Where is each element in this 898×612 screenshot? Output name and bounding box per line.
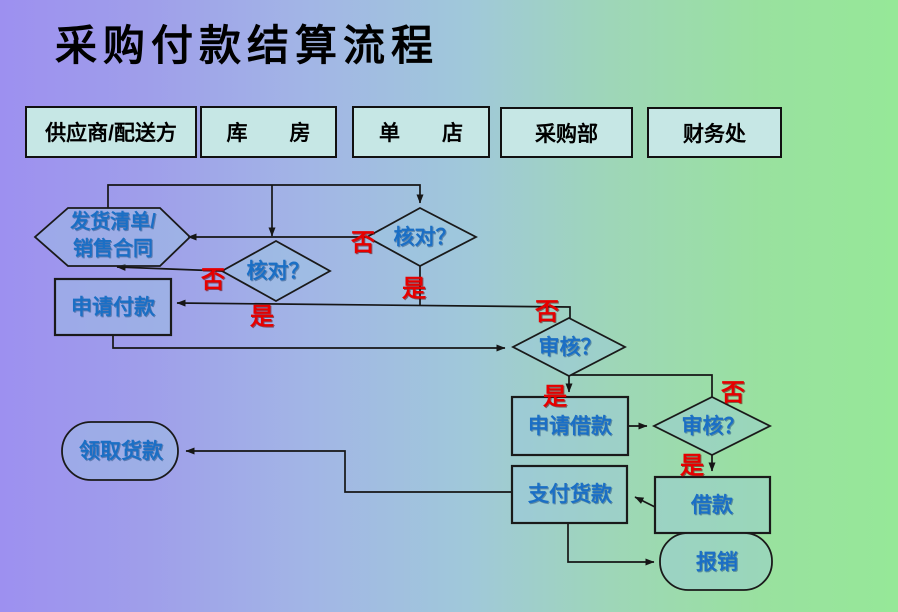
node-review-purchasing-label: 审核？ [538, 336, 602, 359]
connector-apply-payment-to-review [112, 335, 506, 352]
node-apply-payment-rect [53, 277, 173, 337]
node-review-purchasing-diamond [511, 316, 627, 378]
node-check-warehouse-label: 核对？ [246, 260, 310, 283]
node-apply-loan-label: 申请借款 [528, 415, 612, 438]
node-reimburse-label: 报销 [696, 551, 738, 574]
connector-review-finance-no-loop [571, 374, 713, 397]
label-review-finance-yes: 是 [680, 452, 704, 480]
connector-pay-to-receive [185, 447, 512, 493]
node-reimburse-stadium [659, 532, 773, 591]
lane-header-finance: 财务处 [647, 107, 782, 158]
label-review-purchasing-no: 否 [535, 298, 559, 326]
node-shipping-doc-label: 发货清单/ 销售合同 [70, 209, 156, 263]
slide-title: 采购付款结算流程 [55, 24, 440, 70]
node-shipping-doc-hexagon [33, 207, 192, 267]
node-apply-loan-rect [510, 395, 630, 457]
label-check-shop-no: 否 [351, 229, 375, 257]
connector-top-rail [107, 184, 424, 208]
lane-header-supplier: 供应商/配送方 [25, 106, 197, 158]
node-loan-label: 借款 [691, 494, 733, 517]
connector-check-warehouse-no [116, 263, 223, 272]
node-pay-goods-label: 支付货款 [528, 483, 612, 506]
label-review-finance-no: 否 [721, 379, 745, 407]
node-receive-payment-label: 领取货款 [79, 440, 163, 463]
node-review-finance-diamond [651, 395, 773, 457]
connector-loan-to-pay [634, 496, 656, 508]
node-review-finance-label: 审核？ [681, 415, 745, 438]
node-check-shop-diamond [365, 206, 478, 268]
label-check-warehouse-no: 否 [201, 266, 225, 294]
connector-pay-to-reimburse [567, 523, 655, 566]
node-check-warehouse-diamond [220, 239, 332, 303]
label-review-purchasing-yes: 是 [543, 383, 567, 411]
lane-header-purchasing: 采购部 [500, 107, 633, 158]
node-loan-rect [653, 475, 772, 535]
lane-header-warehouse: 库 房 [200, 106, 337, 158]
node-pay-goods-rect [510, 464, 629, 525]
label-check-shop-yes: 是 [402, 275, 426, 303]
node-apply-payment-label: 申请付款 [71, 296, 155, 319]
connector-into-apply-payment [176, 299, 571, 318]
shipping-doc-line1: 发货清单/ [70, 211, 156, 233]
shipping-doc-line2: 销售合同 [73, 238, 153, 260]
lane-header-shop: 单 店 [352, 106, 490, 158]
label-check-warehouse-yes: 是 [250, 303, 274, 331]
node-check-shop-label: 核对？ [393, 226, 457, 249]
node-receive-payment-stadium [61, 421, 179, 481]
